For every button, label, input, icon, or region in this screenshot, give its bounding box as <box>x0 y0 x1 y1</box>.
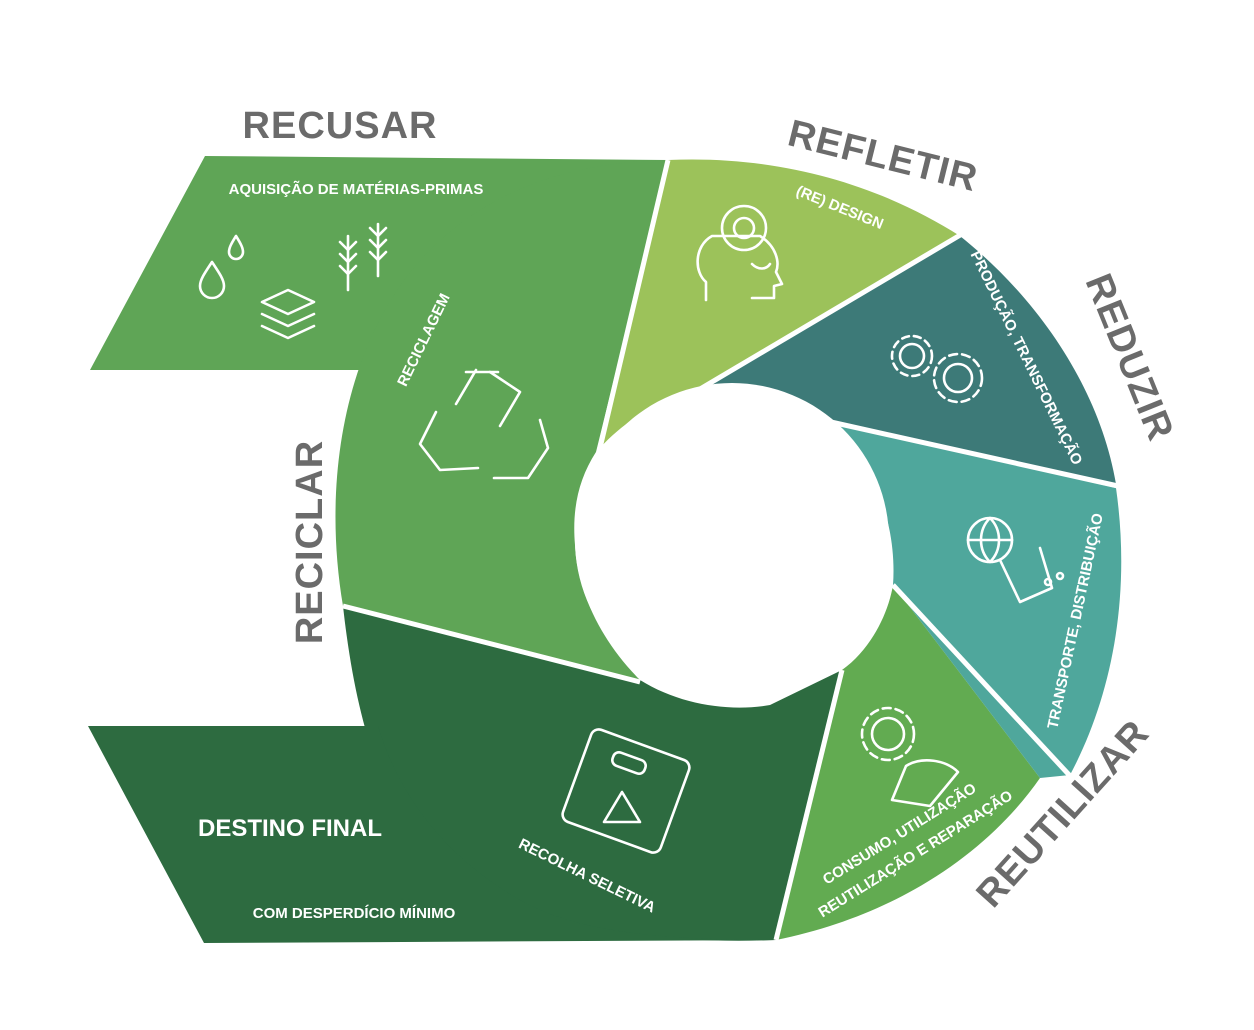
segment-separators <box>342 159 1119 941</box>
final-destination-band <box>88 726 776 943</box>
recycle-icon <box>418 368 550 480</box>
redesign-segment <box>600 159 960 448</box>
globe-cart-icon <box>966 516 1065 604</box>
production-segment <box>695 236 1116 484</box>
wheat-icon <box>338 222 388 292</box>
water-drops-icon <box>198 234 245 300</box>
minimal-waste-label: COM DESPERDÍCIO MÍNIMO <box>253 905 456 922</box>
center-hole <box>575 383 889 697</box>
stage-reciclar: RECICLAR <box>289 440 331 644</box>
person-gear-icon <box>860 706 960 808</box>
gears-icon <box>890 334 984 404</box>
selective-collection-segment <box>343 606 842 941</box>
recycling-segment <box>335 160 668 680</box>
final-destination-label: DESTINO FINAL <box>198 815 382 842</box>
raw-materials-label: AQUISIÇÃO DE MATÉRIAS-PRIMAS <box>229 180 484 198</box>
recycle-bin-icon <box>561 728 691 854</box>
layers-icon <box>260 288 316 340</box>
head-idea-icon <box>696 204 784 302</box>
stage-recusar: RECUSAR <box>243 105 438 147</box>
transport-segment <box>822 420 1122 778</box>
